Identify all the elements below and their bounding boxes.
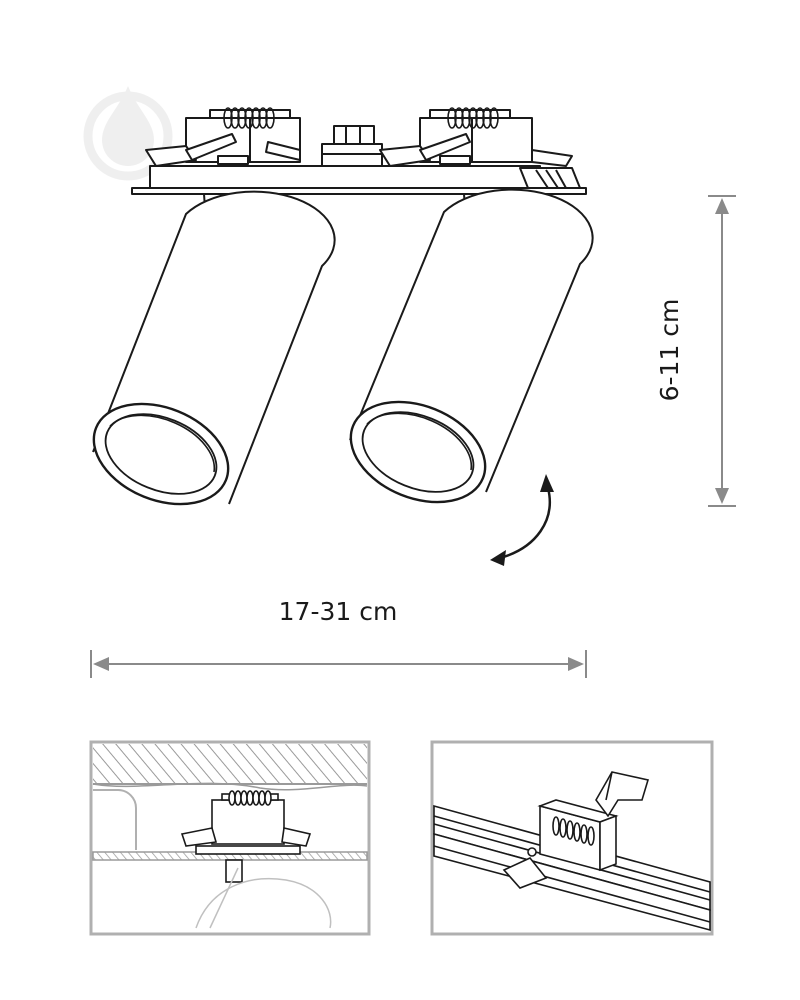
installation-inset-clip bbox=[430, 740, 714, 936]
spring-clip-left bbox=[145, 107, 301, 167]
height-label: 6-11 cm bbox=[655, 299, 684, 402]
watermark-logo-icon bbox=[83, 86, 173, 181]
installation-inset-ceiling bbox=[89, 740, 371, 936]
spotlight-right bbox=[349, 188, 594, 504]
spring-clip-right bbox=[379, 107, 573, 167]
curved-double-arrow-icon bbox=[490, 474, 554, 566]
spotlight-left bbox=[92, 190, 336, 506]
center-connector bbox=[321, 125, 383, 167]
width-dimension: 17-31 cm bbox=[90, 597, 587, 678]
width-label: 17-31 cm bbox=[279, 597, 398, 626]
height-dimension: 6-11 cm bbox=[655, 195, 736, 507]
product-drawing bbox=[92, 107, 594, 506]
mounting-plate bbox=[131, 165, 587, 195]
